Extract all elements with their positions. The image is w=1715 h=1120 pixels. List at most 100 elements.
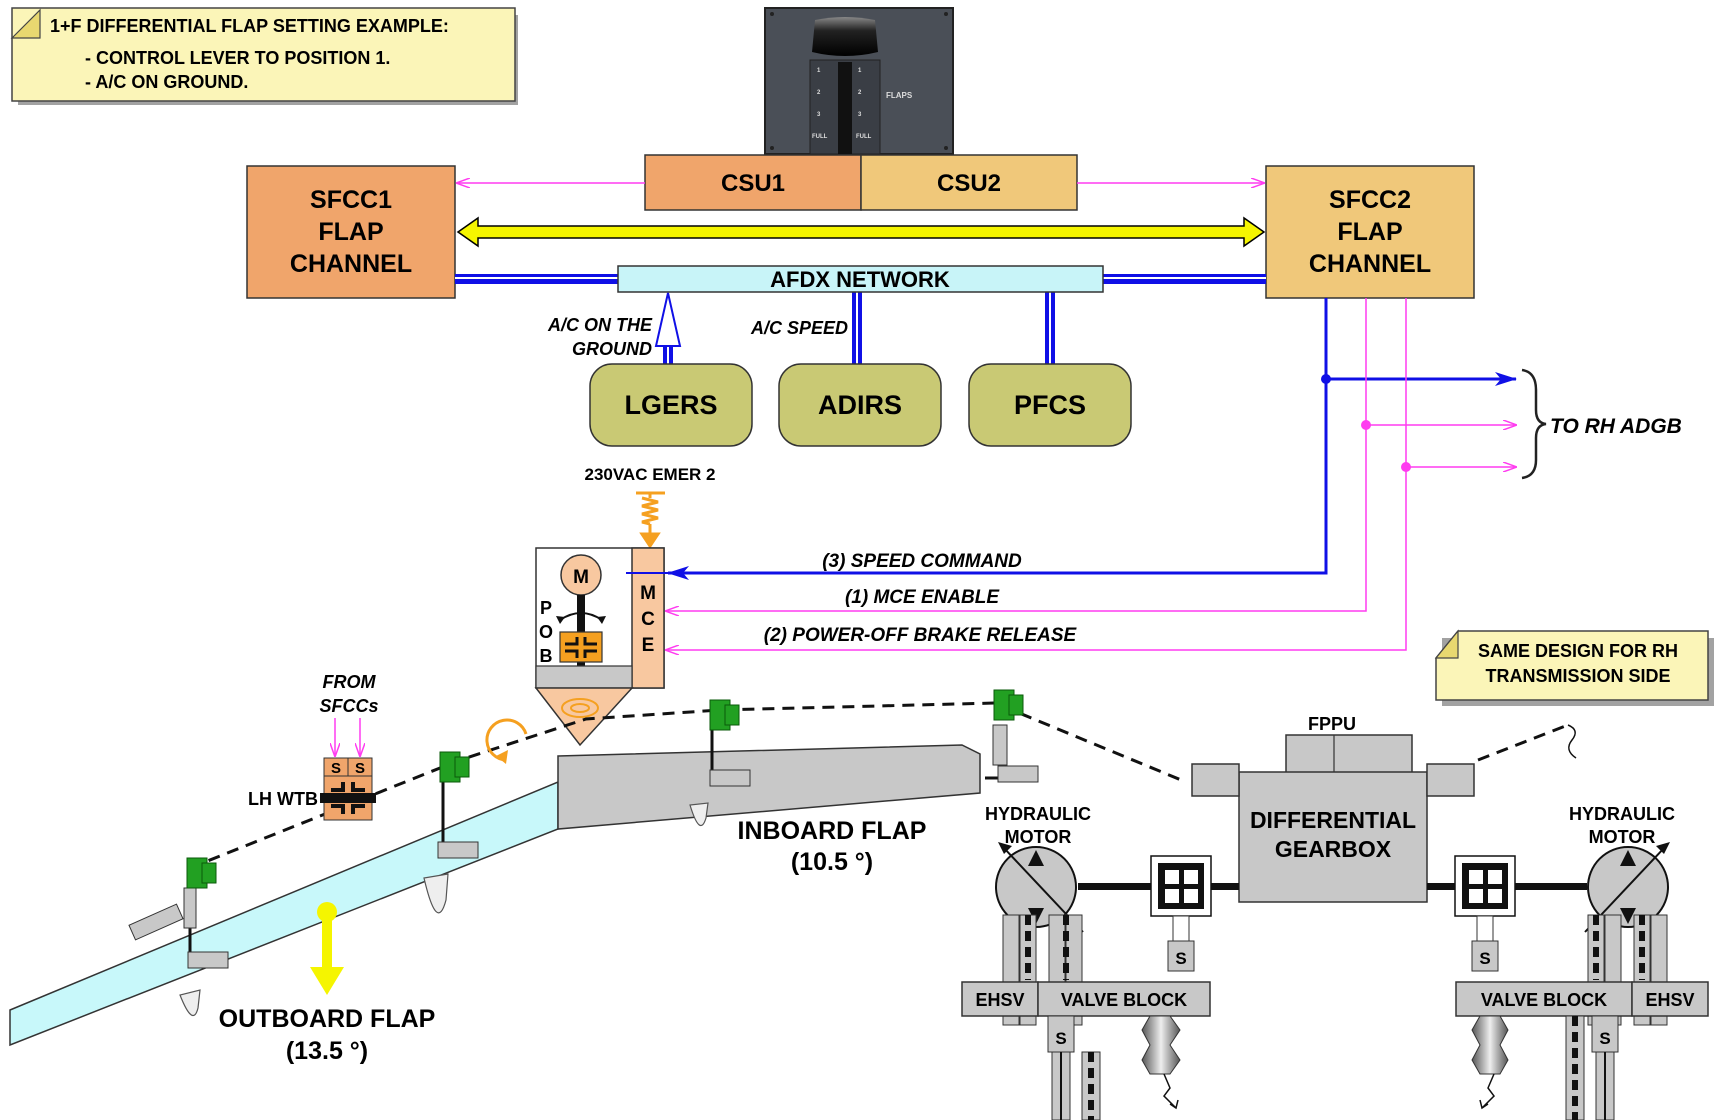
note-box xyxy=(11,7,516,102)
note-fold-icon xyxy=(10,8,41,39)
flap-lever-handle-icon xyxy=(812,17,878,56)
lh-wtb: FROM SFCCs S S LH WTB xyxy=(248,672,379,821)
pdu-unit xyxy=(534,547,665,747)
lever-pos-l1: 1 xyxy=(817,68,821,74)
shaft-break-icon xyxy=(1567,724,1577,759)
wtb-solenoid-2: S xyxy=(355,760,365,777)
ground-signal-arrow-icon xyxy=(654,292,682,347)
example-note: 1+F DIFFERENTIAL FLAP SETTING EXAMPLE: -… xyxy=(10,7,518,105)
gearbox-line-2: GEARBOX xyxy=(1275,836,1392,862)
right-valve-solenoid: S xyxy=(1599,1029,1610,1048)
note-line-1: - CONTROL LEVER TO POSITION 1. xyxy=(85,48,390,68)
fppu-label: FPPU xyxy=(1308,714,1356,734)
rh-adgb-label: TO RH ADGB xyxy=(1550,415,1682,438)
brake-release-label: (2) POWER-OFF BRAKE RELEASE xyxy=(764,625,1078,646)
wtb-solenoid-1: S xyxy=(331,760,341,777)
mce-enable-label: (1) MCE ENABLE xyxy=(845,587,1000,608)
lgers-box xyxy=(589,363,753,447)
left-valve-block-label: VALVE BLOCK xyxy=(1061,990,1187,1010)
left-valve-block-box xyxy=(1037,981,1211,1017)
brake-icon xyxy=(559,631,603,663)
mce-box xyxy=(631,547,665,689)
ground-signal-line-2: GROUND xyxy=(572,339,652,359)
wtb-label: LH WTB xyxy=(248,789,318,809)
left-ehsv-box xyxy=(961,981,1039,1017)
lgers-label: LGERS xyxy=(624,390,717,420)
lever-pos-r2: 2 xyxy=(858,90,862,96)
pob-letter-3: B xyxy=(540,646,553,666)
ground-signal-line-1: A/C ON THE xyxy=(547,315,653,335)
power-label: 230VAC EMER 2 xyxy=(584,465,715,484)
inboard-flap-shape xyxy=(557,744,981,830)
lever-pos-lfull: FULL xyxy=(812,134,828,140)
adirs-box xyxy=(778,363,942,447)
rh-note-line-2: TRANSMISSION SIDE xyxy=(1485,666,1670,686)
lever-pos-r3: 3 xyxy=(858,112,862,118)
lever-pos-rfull: FULL xyxy=(856,134,872,140)
lever-pos-r1: 1 xyxy=(858,68,862,74)
mce-letter-1: M xyxy=(640,583,656,604)
rotation-arrow-icon xyxy=(485,718,528,764)
sfcc1-line-3: CHANNEL xyxy=(290,250,412,278)
cross-channel-link xyxy=(456,216,1266,248)
power-spring-icon xyxy=(636,491,665,549)
gear-icon xyxy=(561,698,599,718)
left-ehsv-label: EHSV xyxy=(975,990,1024,1010)
sfcc1-box xyxy=(246,165,456,299)
right-hydraulic-motor-line-1: HYDRAULIC xyxy=(1569,804,1675,824)
right-brake-solenoid: S xyxy=(1479,949,1490,968)
left-valve-bolt-icon xyxy=(1163,1073,1179,1110)
sfcc2-output-lines xyxy=(666,298,1517,650)
adirs-label: ADIRS xyxy=(818,390,902,420)
lever-pos-l3: 3 xyxy=(817,112,821,118)
right-valve-bolt-icon xyxy=(1479,1073,1495,1110)
flap-lever-panel: 1 2 3 FULL 1 2 3 FULL FLAPS xyxy=(764,7,954,155)
rh-adgb-brace-icon xyxy=(1521,368,1547,480)
motor-label: M xyxy=(573,567,589,588)
sfcc2-line-1: SFCC2 xyxy=(1329,186,1411,214)
outboard-flap-angle: (13.5 °) xyxy=(286,1037,368,1065)
inboard-flap-label: INBOARD FLAP xyxy=(738,817,927,845)
inboard-flap-angle: (10.5 °) xyxy=(791,848,873,876)
sfcc1-line-2: FLAP xyxy=(318,218,383,246)
left-valve-block xyxy=(961,981,1211,1120)
left-brake-icon: S xyxy=(1150,855,1212,972)
note-title: 1+F DIFFERENTIAL FLAP SETTING EXAMPLE: xyxy=(50,16,449,36)
differential-gearbox: FPPU DIFFERENTIAL GEARBOX xyxy=(1191,714,1475,903)
pob-letter-1: P xyxy=(540,598,552,618)
lever-pos-l2: 2 xyxy=(817,90,821,96)
left-valve-solenoid: S xyxy=(1055,1029,1066,1048)
sfcc2-line-3: CHANNEL xyxy=(1309,250,1431,278)
csu1-label: CSU1 xyxy=(721,170,785,197)
afdx-network-label: AFDX NETWORK xyxy=(770,267,950,292)
rh-note-line-1: SAME DESIGN FOR RH xyxy=(1478,641,1678,661)
outboard-flap-label: OUTBOARD FLAP xyxy=(219,1005,436,1033)
right-valve-block xyxy=(1455,981,1709,1120)
mce-letter-2: C xyxy=(641,609,655,630)
csu2-label: CSU2 xyxy=(937,170,1001,197)
pob-letter-2: O xyxy=(539,622,553,642)
pfcs-box xyxy=(968,363,1132,447)
speed-signal-label: A/C SPEED xyxy=(750,318,848,338)
right-valve-block-box xyxy=(1455,981,1633,1017)
sfcc1-line-1: SFCC1 xyxy=(310,186,392,214)
left-hydraulic-motor-line-1: HYDRAULIC xyxy=(985,804,1091,824)
right-brake-icon: S xyxy=(1454,855,1516,972)
flap-fairings xyxy=(179,802,709,1017)
right-valve-spring-icon xyxy=(1471,1015,1509,1075)
right-valve-block-label: VALVE BLOCK xyxy=(1481,990,1607,1010)
gearbox-line-1: DIFFERENTIAL xyxy=(1250,807,1416,833)
sfcc2-box xyxy=(1265,165,1475,299)
rh-transmission-shaft-line xyxy=(1477,723,1569,762)
right-ehsv-label: EHSV xyxy=(1645,990,1694,1010)
sfcc2-line-2: FLAP xyxy=(1337,218,1402,246)
flap-load-arrow-icon xyxy=(310,902,344,995)
flap-actuators xyxy=(128,689,1039,969)
note-line-2: - A/C ON GROUND. xyxy=(85,72,248,92)
rh-note-fold-icon xyxy=(1434,629,1459,659)
wtb-from-line-2: SFCCs xyxy=(319,696,378,716)
left-brake-solenoid: S xyxy=(1175,949,1186,968)
lever-label: FLAPS xyxy=(886,91,913,100)
left-hydraulic-motor-line-2: MOTOR xyxy=(1005,827,1072,847)
mce-letter-3: E xyxy=(642,635,655,656)
